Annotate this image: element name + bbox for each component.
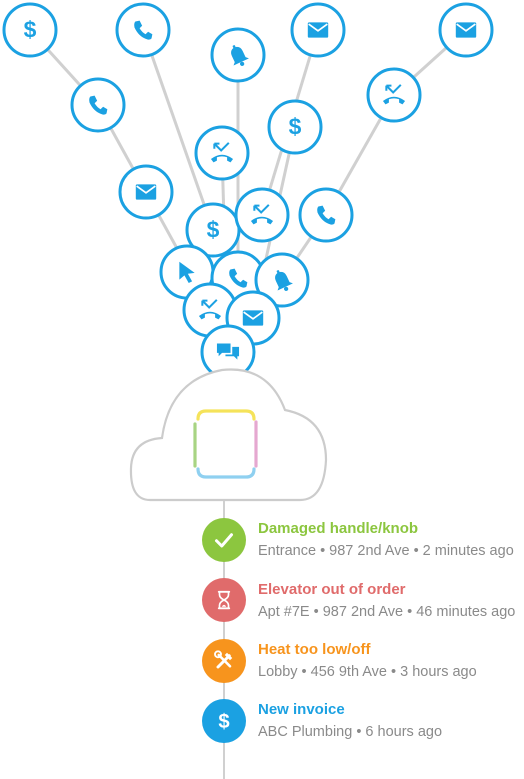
feed-item-title: Elevator out of order bbox=[258, 581, 406, 598]
feed-item-title: Heat too low/off bbox=[258, 641, 371, 658]
input-node-circle bbox=[298, 187, 354, 243]
input-node bbox=[254, 252, 310, 308]
input-node-circle bbox=[194, 125, 250, 181]
feed-item-meta: ABC Plumbing • 6 hours ago bbox=[258, 724, 443, 740]
input-node bbox=[438, 2, 494, 58]
cloud-shape bbox=[129, 368, 328, 502]
input-node bbox=[366, 67, 422, 123]
input-node bbox=[290, 2, 346, 58]
input-node bbox=[298, 187, 354, 243]
feed-item-heat[interactable]: Heat too low/off Lobby • 456 9th Ave • 3… bbox=[258, 641, 524, 681]
input-nodes bbox=[2, 2, 494, 380]
input-node-circle bbox=[366, 67, 422, 123]
input-node bbox=[267, 99, 323, 155]
feed-item-damaged-handle[interactable]: Damaged handle/knob Entrance • 987 2nd A… bbox=[258, 520, 524, 560]
input-node bbox=[70, 77, 126, 133]
input-node bbox=[115, 2, 171, 58]
feed-item-meta: Apt #7E • 987 2nd Ave • 46 minutes ago bbox=[258, 604, 516, 620]
feed-status-icons bbox=[202, 518, 246, 743]
funnel-connector bbox=[141, 29, 215, 231]
input-node bbox=[234, 187, 290, 243]
feed-item-title: Damaged handle/knob bbox=[258, 520, 419, 537]
feed-item-elevator[interactable]: Elevator out of order Apt #7E • 987 2nd … bbox=[258, 581, 524, 621]
input-node-circle bbox=[234, 187, 290, 243]
input-node bbox=[194, 125, 250, 181]
feed-item-meta: Entrance • 987 2nd Ave • 2 minutes ago bbox=[258, 543, 514, 559]
app-logo bbox=[193, 409, 258, 479]
input-node bbox=[118, 164, 174, 220]
input-node-circle bbox=[70, 77, 126, 133]
feed-item-title: New invoice bbox=[258, 701, 345, 718]
feed-item-invoice[interactable]: New invoice ABC Plumbing • 6 hours ago bbox=[258, 701, 524, 741]
input-node bbox=[210, 27, 266, 83]
input-node bbox=[2, 2, 58, 58]
input-node-circle bbox=[115, 2, 171, 58]
feed-status-circle bbox=[202, 518, 246, 562]
feed-item-meta: Lobby • 456 9th Ave • 3 hours ago bbox=[258, 664, 477, 680]
